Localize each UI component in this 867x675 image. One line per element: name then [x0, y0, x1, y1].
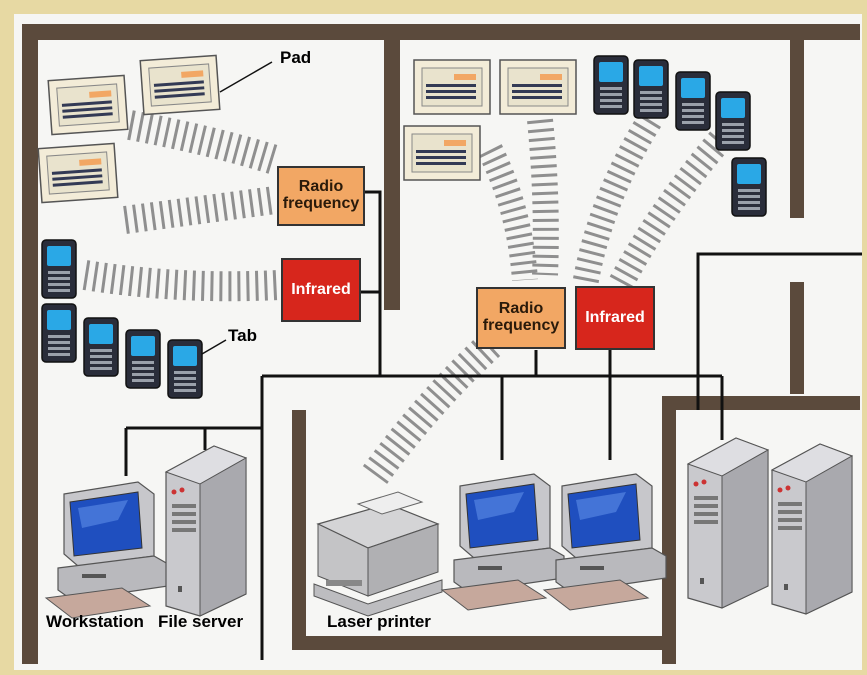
infrared-label-center: Infrared [585, 308, 645, 326]
radio-frequency-label-left: Radio frequency [282, 178, 360, 212]
radio-frequency-box-left: Radio frequency [277, 166, 365, 226]
infrared-box-center: Infrared [575, 286, 655, 350]
infrared-label-left: Infrared [291, 280, 351, 298]
tab-label: Tab [228, 326, 257, 345]
server-right-1 [687, 437, 769, 609]
pad-leader-line [219, 61, 273, 93]
tab-leader-line [201, 339, 227, 355]
file-server-label: File server [158, 612, 244, 631]
network-cabling [124, 190, 862, 660]
server-right-2 [771, 443, 853, 615]
workstation-label: Workstation [46, 612, 144, 631]
pad-label: Pad [280, 48, 312, 67]
infrared-box-left: Infrared [281, 258, 361, 322]
signal-beams [82, 110, 730, 484]
laser-printer-label: Laser printer [327, 612, 431, 631]
walls [22, 24, 860, 664]
radio-frequency-label-center: Radio frequency [482, 300, 560, 334]
file-server [165, 445, 247, 617]
radio-frequency-box-center: Radio frequency [476, 287, 566, 349]
